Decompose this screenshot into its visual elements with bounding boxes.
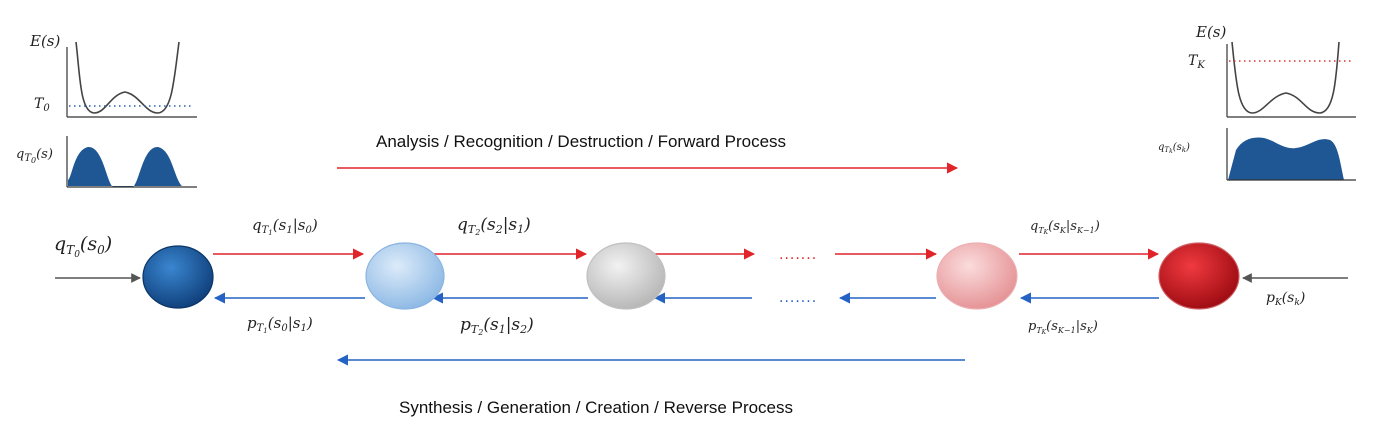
right-energy-label: E(s): [1195, 23, 1226, 41]
right-density-fill: [1228, 137, 1344, 180]
right-energy-curve: [1231, 41, 1340, 114]
forward-process-caption: Analysis / Recognition / Destruction / F…: [376, 132, 786, 151]
right-energy-plot: E(s) TK: [1188, 23, 1356, 118]
left-density-plot: qT0(s): [16, 136, 197, 188]
state-node-k: [1158, 242, 1240, 310]
state-node-2: [586, 242, 666, 310]
output-label: pK(sk): [1266, 290, 1305, 308]
left-energy-curve: [75, 41, 180, 114]
state-node-k-minus-1: [936, 242, 1018, 310]
input-label: qT0(s0): [54, 233, 112, 260]
forward-label-2: qT2(s2|s1): [457, 215, 531, 237]
reverse-label-k: pTK(sK−1|sK): [1028, 319, 1098, 336]
reverse-process-caption: Synthesis / Generation / Creation / Reve…: [399, 398, 793, 417]
reverse-ellipsis: .......: [779, 290, 817, 306]
left-energy-plot: E(s) T0: [29, 32, 197, 118]
state-node-0: [142, 245, 214, 309]
right-density-label: qTk(sk): [1158, 142, 1190, 155]
left-density-fill: [68, 146, 182, 188]
right-density-plot: qTk(sk): [1158, 128, 1356, 181]
forward-label-1: qT1(s1|s0): [252, 216, 318, 237]
left-energy-label: E(s): [29, 32, 60, 50]
left-density-label: qT0(s): [16, 147, 53, 165]
state-node-1: [365, 242, 445, 310]
left-threshold-label: T0: [34, 96, 50, 114]
reverse-label-2: pT2(s1|s2): [460, 315, 534, 337]
forward-ellipsis: .......: [779, 247, 817, 263]
right-threshold-label: TK: [1188, 53, 1205, 71]
forward-label-k: qTK(sK|sK−1): [1030, 219, 1100, 236]
reverse-label-1: pT1(s0|s1): [247, 314, 313, 335]
